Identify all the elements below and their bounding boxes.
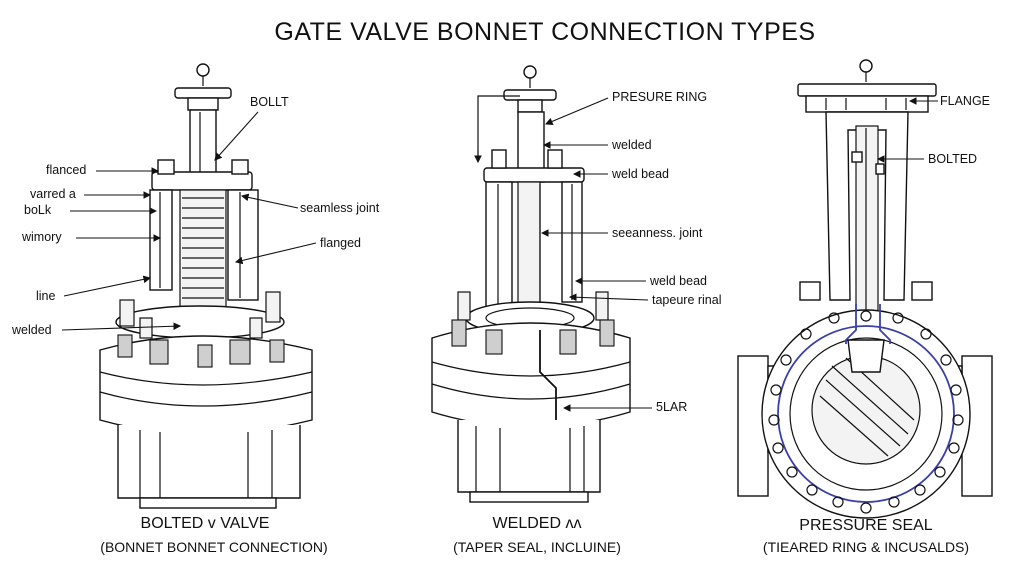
caption-bolted: BOLTED v VALVE: [141, 515, 270, 532]
label-welded-2: welded: [611, 138, 652, 152]
label-flange: FLANGE: [940, 94, 990, 108]
label-tapeure-rinal: tapeure rinal: [652, 293, 722, 307]
label-5lar: 5LAR: [656, 400, 687, 414]
diagram-title: GATE VALVE BONNET CONNECTION TYPES: [274, 18, 815, 46]
welded-valve: [431, 65, 631, 503]
label-presure-ring: PRESURE RING: [612, 90, 707, 104]
label-flanged: flanged: [320, 236, 361, 250]
label-seeanness-joint: seeanness. joint: [612, 226, 703, 240]
subcaption-welded: (TAPER SEAL, INCLUINE): [453, 539, 621, 555]
label-wimory: wimory: [21, 230, 62, 244]
label-weld-bead-2: weld bead: [649, 274, 707, 288]
label-seamless-joint: seamless joint: [300, 201, 380, 215]
subcaption-bolted: (BONNET BONNET CONNECTION): [100, 539, 327, 555]
caption-welded: WELDED ʌʌ: [493, 515, 582, 532]
pressure-seal-valve: [737, 59, 993, 519]
label-bolted: BOLTED: [928, 152, 977, 166]
bolted-valve: [99, 63, 313, 509]
label-varred-a: varred a: [30, 187, 76, 201]
label-welded: welded: [11, 323, 52, 337]
label-bolk: boLk: [24, 203, 52, 217]
label-weld-bead: weld bead: [611, 167, 669, 181]
label-line: line: [36, 289, 56, 303]
subcaption-pressure-seal: (TIEARED RING & INCUSALDS): [763, 539, 969, 555]
label-bollt: BOLLT: [250, 95, 289, 109]
caption-pressure-seal: PRESSURE SEAL: [799, 517, 932, 534]
label-flanced: flanced: [46, 163, 86, 177]
